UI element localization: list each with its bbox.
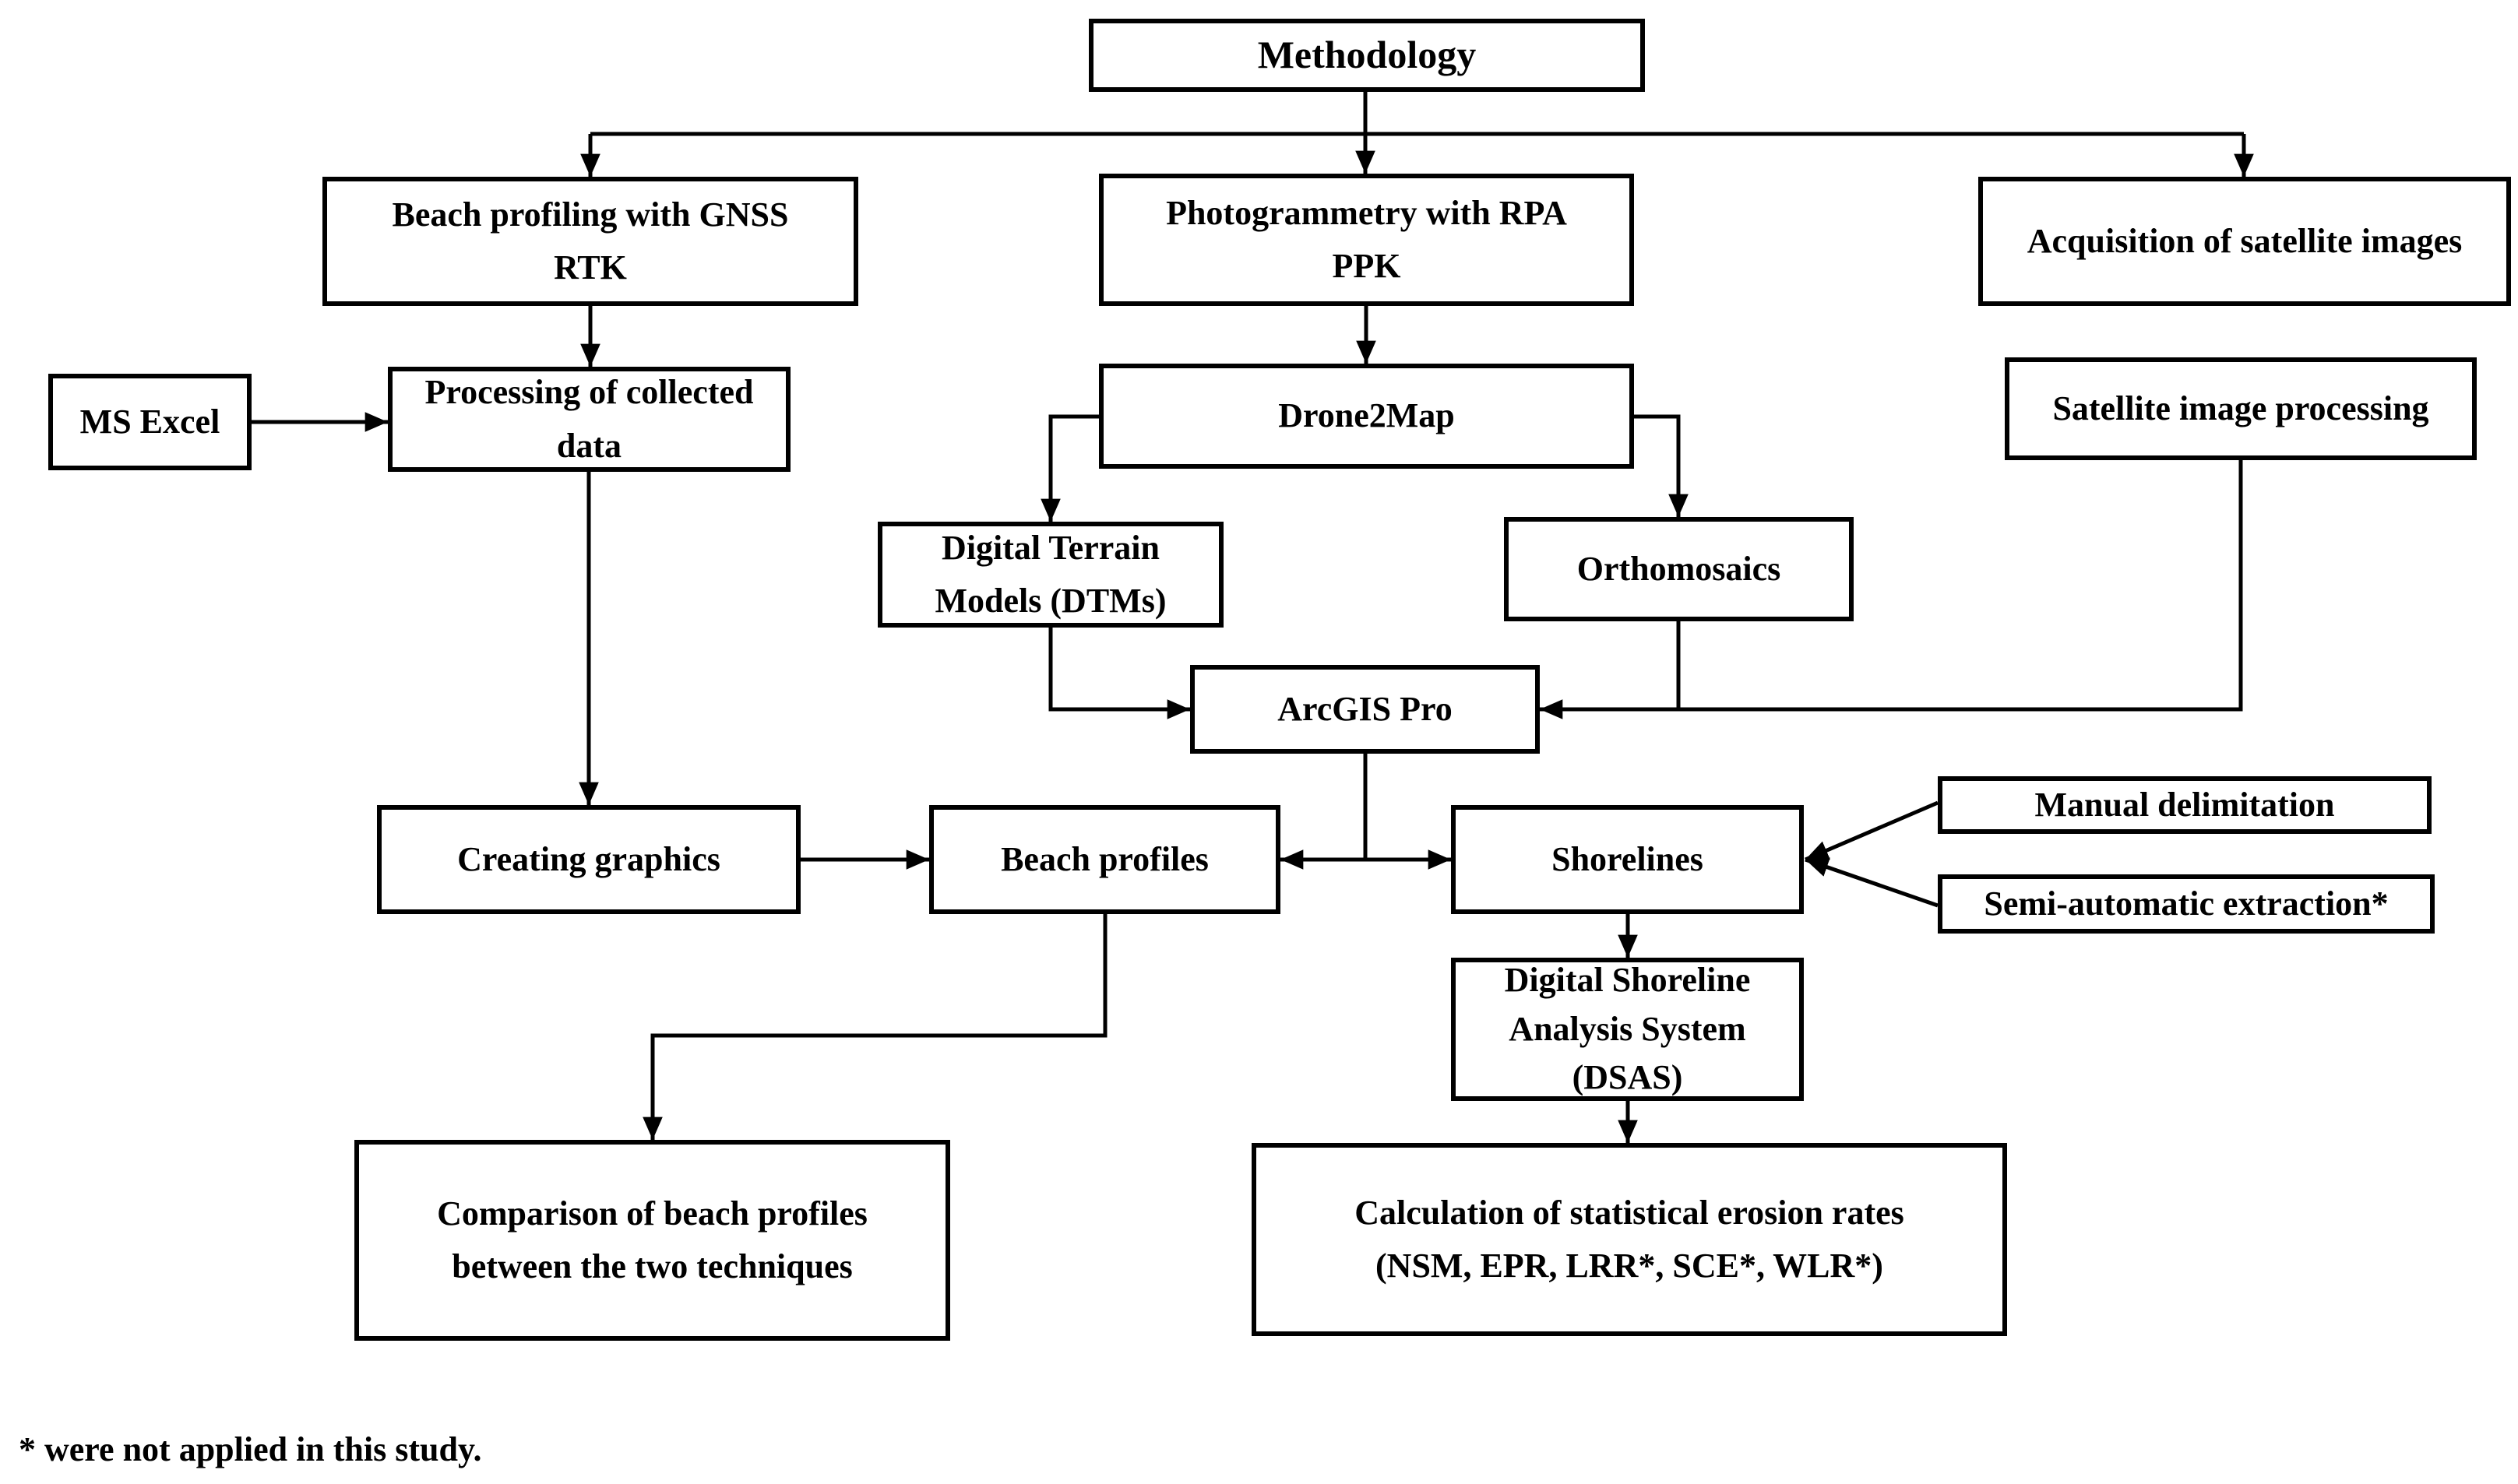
node-creating-graphics: Creating graphics [377, 805, 801, 914]
connector-semiautomatic-to-shorelines [1805, 857, 1939, 908]
connector-beachprofiles-to-comparison [643, 914, 1108, 1140]
node-digital-terrain-models: Digital Terrain Models (DTMs) [878, 522, 1224, 628]
node-drone2map: Drone2Map [1099, 364, 1634, 469]
node-photogrammetry-rpa-ppk: Photogrammetry with RPA PPK [1099, 174, 1634, 306]
node-dsas: Digital Shoreline Analysis System (DSAS) [1451, 958, 1804, 1101]
node-comparison-beach-profiles: Comparison of beach profiles between the… [354, 1140, 950, 1341]
node-acquisition-satellite-images: Acquisition of satellite images [1978, 177, 2511, 306]
node-semi-automatic-extraction: Semi-automatic extraction* [1938, 874, 2435, 934]
footnote: * were not applied in this study. [19, 1430, 482, 1468]
connector-manualdelimitation-to-shorelines [1805, 800, 1939, 862]
connector-drone2map-to-dtm [1041, 414, 1099, 522]
node-beach-profiling-gnss-rtk: Beach profiling with GNSS RTK [322, 177, 858, 306]
node-satellite-image-processing: Satellite image processing [2005, 357, 2477, 460]
node-ms-excel: MS Excel [48, 374, 252, 470]
node-processing-collected-data: Processing of collected data [388, 367, 791, 472]
node-methodology: Methodology [1089, 19, 1645, 92]
node-orthomosaics: Orthomosaics [1504, 517, 1854, 621]
node-arcgis-pro: ArcGIS Pro [1190, 665, 1540, 754]
node-manual-delimitation: Manual delimitation [1938, 776, 2432, 834]
connector-dtm-to-arcgis [1048, 628, 1190, 719]
connector-satelliteprocessing-to-arcgis [1540, 460, 2243, 719]
node-beach-profiles: Beach profiles [929, 805, 1280, 914]
connector-drone2map-to-orthomosaics [1634, 414, 1689, 517]
node-shorelines: Shorelines [1451, 805, 1804, 914]
node-calculation-erosion-rates: Calculation of statistical erosion rates… [1252, 1143, 2007, 1336]
